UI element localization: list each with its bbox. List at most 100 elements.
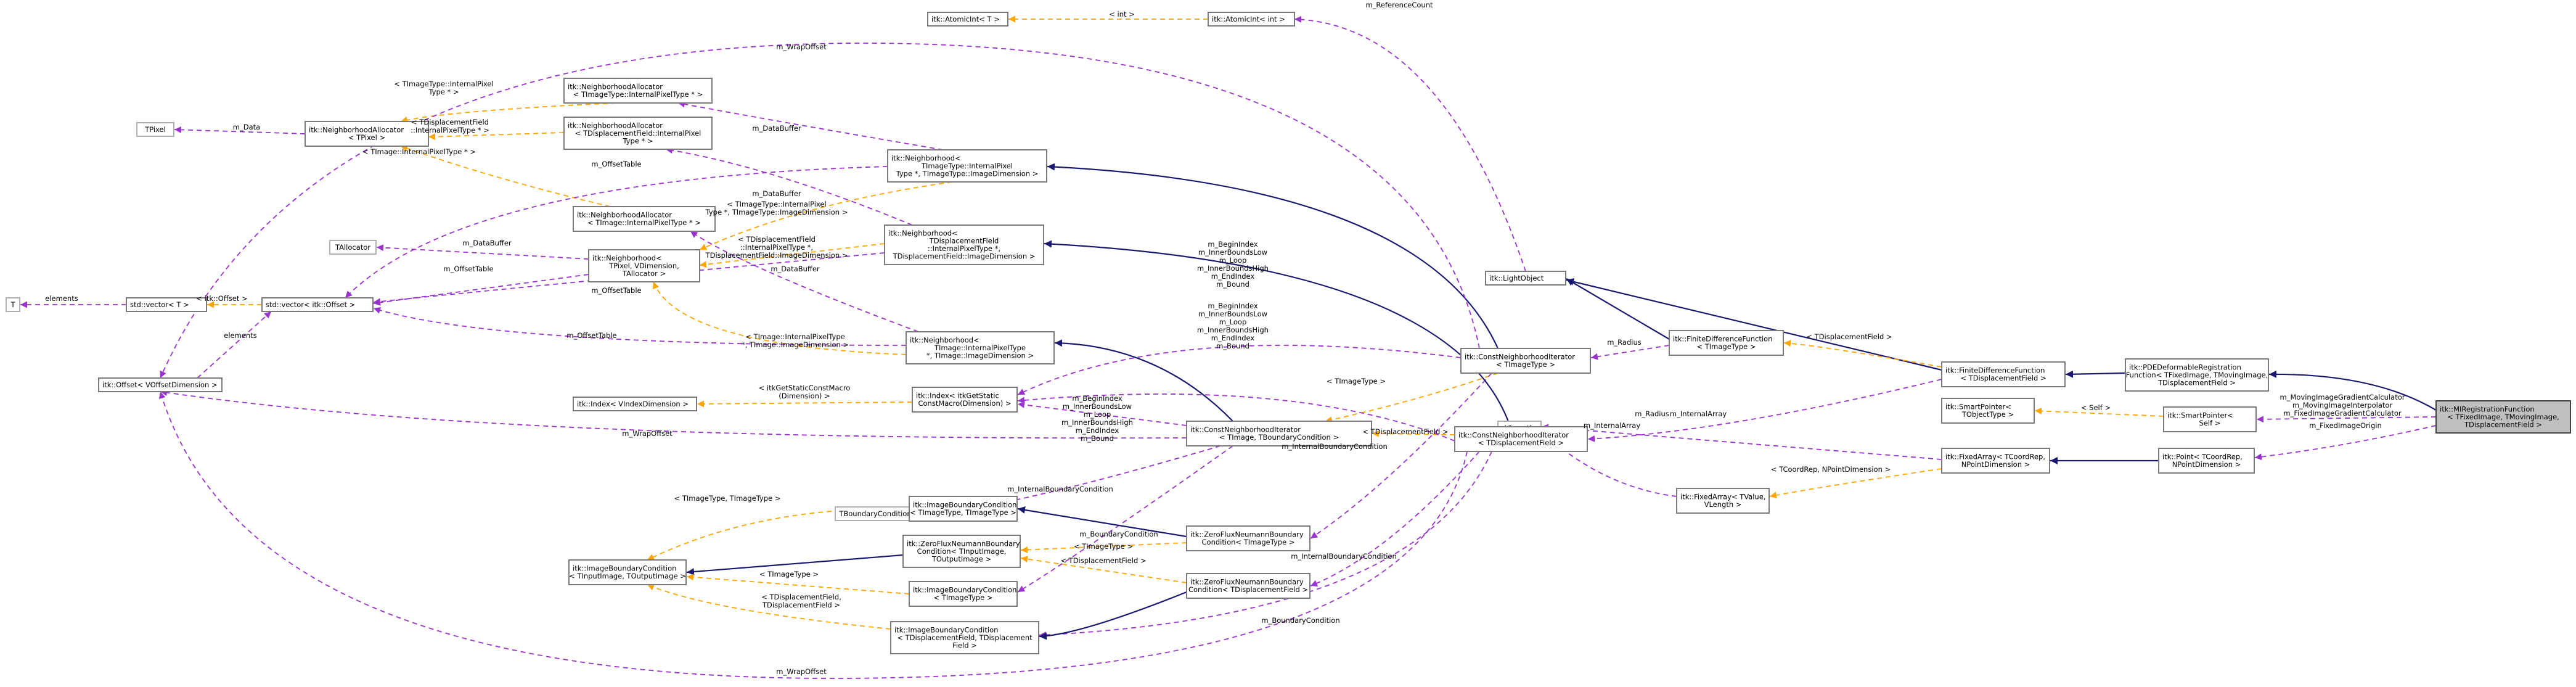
- class-node-label: < TDisplacementField >: [1478, 438, 1564, 447]
- class-node[interactable]: itk::Neighborhood<TDisplacementField::In…: [884, 224, 1044, 265]
- edge-label: m_InternalBoundaryCondition: [1007, 485, 1113, 493]
- class-node-box: [1454, 426, 1588, 452]
- class-node[interactable]: itk::ImageBoundaryCondition< TDisplaceme…: [890, 621, 1039, 654]
- class-node-box: [1186, 573, 1310, 599]
- edge-label: < TDisplacementField >: [1362, 427, 1448, 436]
- class-node[interactable]: itk::NeighborhoodAllocator< TImageType::…: [563, 78, 713, 104]
- edge-label: m_InternalBoundaryCondition: [1291, 552, 1397, 561]
- edge-member: [1039, 451, 1492, 638]
- class-node[interactable]: itk::Index< itkGetStaticConstMacro(Dimen…: [912, 387, 1018, 413]
- edge-template: [652, 281, 907, 355]
- nodes-layer: TTPixelTAllocatorTBoundaryConditionVLeng…: [6, 12, 2571, 654]
- class-node-label: itk::Point< TCoordRep,: [2162, 453, 2243, 461]
- class-node[interactable]: itk::Neighborhood<TImageType::InternalPi…: [887, 149, 1047, 183]
- class-node[interactable]: itk::AtomicInt< T >: [927, 12, 1008, 27]
- edge-label: ::InternalPixelType * >: [411, 126, 489, 134]
- class-node[interactable]: itk::Point< TCoordRep,NPointDimension >: [2158, 448, 2255, 474]
- class-node-current[interactable]: itk::MIRegistrationFunction< TFixedImage…: [2435, 400, 2571, 434]
- class-node-label: itk::Index< VIndexDimension >: [577, 400, 689, 408]
- class-node-label: TDisplacementField::ImageDimension >: [893, 252, 1036, 261]
- class-node-label: TBoundaryCondition: [838, 509, 911, 518]
- edge-label: TDisplacementField >: [762, 601, 840, 609]
- class-node-label: TImage::InternalPixelType: [934, 344, 1026, 352]
- edge-template: [400, 102, 617, 123]
- class-node-label: T: [10, 300, 15, 309]
- class-node[interactable]: std::vector< itk::Offset >: [261, 297, 374, 312]
- class-node-label: TAllocator >: [622, 269, 666, 278]
- class-node-box: [573, 397, 697, 411]
- edge-label: < TImageType >: [759, 570, 819, 578]
- class-node[interactable]: itk::FiniteDifferenceFunction< TDisplace…: [1941, 361, 2066, 387]
- class-node-label: Type * >: [622, 136, 653, 145]
- edge-label: < TImageType::InternalPixel: [727, 200, 826, 208]
- edge-label: m_EndIndex: [1211, 272, 1255, 281]
- class-node-box: [1485, 271, 1566, 286]
- class-node-label: itk::ZeroFluxNeumannBoundary: [1190, 530, 1304, 539]
- class-node[interactable]: itk::Neighborhood<TPixel, VDimension,TAl…: [588, 249, 700, 282]
- edge-label: m_InternalArray: [1670, 409, 1727, 418]
- class-node-box: [563, 117, 713, 150]
- edge-member: [1590, 345, 1670, 360]
- edge-label: m_Loop: [1219, 318, 1247, 326]
- class-node-label: Self >: [2199, 419, 2221, 427]
- class-node-label: < TDisplacementField >: [1960, 374, 2046, 382]
- edge-template: [647, 508, 910, 561]
- class-node[interactable]: itk::FiniteDifferenceFunction< TImageTyp…: [1669, 330, 1784, 356]
- class-node[interactable]: itk::SmartPointer<TObjectType >: [1941, 398, 2035, 424]
- class-node-box: [909, 581, 1018, 607]
- edge-label: < int >: [1109, 10, 1135, 19]
- class-node-label: Condition< TImageType >: [1202, 538, 1295, 546]
- class-node[interactable]: itk::ConstNeighborhoodIterator< TImageTy…: [1460, 348, 1591, 374]
- class-node-label: < TImageType >: [1696, 342, 1756, 351]
- class-node[interactable]: itk::ImageBoundaryCondition< TImageType …: [909, 581, 1018, 607]
- class-node: TBoundaryCondition: [835, 506, 916, 521]
- edge-member: [158, 391, 1468, 679]
- class-node[interactable]: itk::NeighborhoodAllocator< TImage::Inte…: [573, 206, 716, 232]
- edge-label: m_Radius: [1635, 409, 1669, 418]
- class-node[interactable]: itk::ImageBoundaryCondition< TImageType,…: [909, 496, 1018, 522]
- class-node[interactable]: itk::Neighborhood<TImage::InternalPixelT…: [906, 331, 1055, 364]
- class-node[interactable]: itk::LightObject: [1485, 271, 1566, 286]
- edge-template: [1325, 372, 1499, 424]
- edge-label: < TImageType >: [1327, 377, 1386, 385]
- edge-label: Type *, TImageType::ImageDimension >: [705, 208, 848, 216]
- class-node-label: itk::NeighborhoodAllocator: [568, 121, 663, 130]
- class-node-box: [6, 297, 20, 312]
- class-node-box: [927, 12, 1008, 27]
- class-node-box: [909, 496, 1018, 522]
- class-node[interactable]: itk::FixedArray< TValue,VLength >: [1676, 488, 1770, 514]
- edge-label: < Self >: [2081, 403, 2111, 412]
- class-node-label: itk::AtomicInt< int >: [1212, 15, 1285, 23]
- class-node-label: itk::ImageBoundaryCondition: [913, 501, 1016, 509]
- edge-member: [690, 231, 919, 332]
- class-node[interactable]: itk::Offset< VOffsetDimension >: [98, 377, 223, 392]
- class-node[interactable]: itk::PDEDeformableRegistrationFunction< …: [2125, 358, 2269, 392]
- class-node[interactable]: itk::NeighborhoodAllocator< TDisplacemen…: [563, 117, 713, 150]
- edge-label: m_BoundaryCondition: [1079, 530, 1158, 538]
- class-node[interactable]: itk::SmartPointer<Self >: [2163, 406, 2257, 432]
- class-node-box: [2125, 358, 2269, 392]
- class-node[interactable]: itk::ImageBoundaryCondition< TInputImage…: [568, 559, 687, 585]
- class-node[interactable]: itk::Index< VIndexDimension >: [573, 397, 697, 411]
- edge-label: < TImageType >: [1074, 542, 1133, 551]
- edge-label: < TDisplacementField: [738, 235, 816, 244]
- class-node[interactable]: itk::NeighborhoodAllocator< TPixel >: [305, 121, 429, 147]
- class-node[interactable]: itk::AtomicInt< int >: [1208, 12, 1295, 27]
- class-node[interactable]: itk::ConstNeighborhoodIterator< TDisplac…: [1454, 426, 1588, 452]
- edge-label: ::InternalPixelType *,: [740, 243, 813, 252]
- edge-label: m_InnerBoundsHigh: [1197, 326, 1269, 334]
- class-node-box: [2435, 400, 2571, 434]
- class-node-label: itk::Offset< VOffsetDimension >: [102, 381, 218, 389]
- class-node-label: TPixel, VDimension,: [608, 261, 679, 270]
- class-node[interactable]: itk::FixedArray< TCoordRep,NPointDimensi…: [1941, 448, 2050, 474]
- class-node[interactable]: std::vector< T >: [126, 297, 207, 312]
- class-node-box: [1460, 348, 1591, 374]
- edge-label: m_Bound: [1216, 280, 1249, 289]
- class-node-label: itk::Neighborhood<: [888, 229, 958, 237]
- class-node[interactable]: itk::ConstNeighborhoodIterator< TImage, …: [1186, 421, 1372, 446]
- edge-label: m_EndIndex: [1211, 334, 1255, 342]
